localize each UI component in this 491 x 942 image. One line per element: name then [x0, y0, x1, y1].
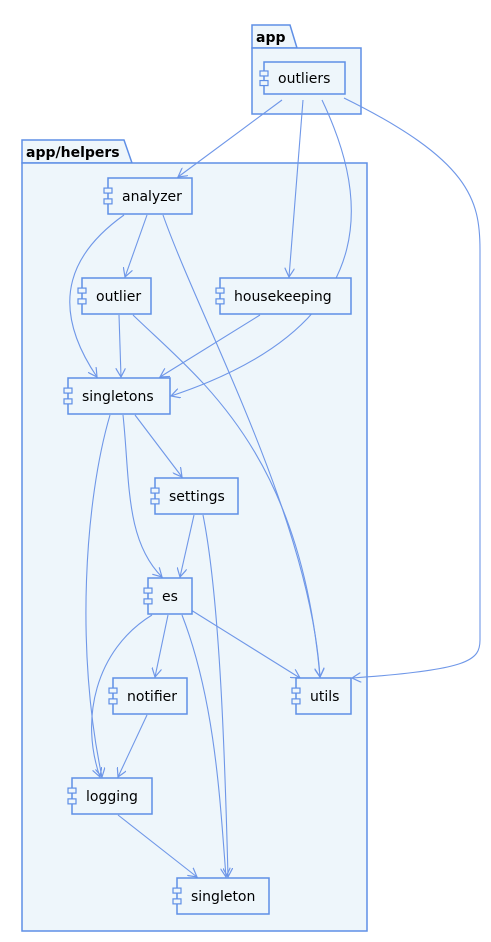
component-notifier[interactable]: notifier [108, 677, 188, 715]
components: outliers analyzer outlier housekeeping singl… [63, 61, 352, 915]
component-label: outliers [278, 71, 330, 87]
component-port-icon [150, 498, 160, 505]
component-port-icon [291, 698, 301, 705]
component-port-icon [291, 687, 301, 694]
component-box [263, 61, 346, 95]
component-singleton[interactable]: singleton [172, 877, 270, 915]
component-label: utils [310, 689, 339, 705]
edge-es-to-singleton [181, 614, 226, 877]
edge-outlier-to-utils [132, 314, 320, 677]
component-port-icon [172, 887, 182, 894]
edge-analyzer-to-singletons [69, 214, 125, 377]
edge-outliers-to-housekeeping [289, 99, 304, 277]
edge-es-to-logging [91, 614, 153, 777]
component-outliers[interactable]: outliers [259, 61, 346, 95]
component-port-icon [77, 287, 87, 294]
component-port-icon [215, 298, 225, 305]
component-port-icon [108, 698, 118, 705]
component-port-icon [172, 898, 182, 905]
component-port-icon [103, 198, 113, 205]
edge-housekeeping-to-singletons [160, 314, 261, 377]
component-box [112, 677, 188, 715]
component-singletons[interactable]: singletons [63, 377, 171, 415]
edge-es-to-utils [190, 609, 300, 678]
component-logging[interactable]: logging [67, 777, 153, 815]
component-port-icon [108, 687, 118, 694]
component-label: analyzer [122, 189, 182, 205]
edge-singletons-to-settings [134, 414, 182, 477]
edge-singletons-to-es [122, 414, 162, 577]
component-box [147, 577, 193, 615]
component-port-icon [143, 598, 153, 605]
component-port-icon [67, 787, 77, 794]
component-utils[interactable]: utils [291, 677, 352, 715]
edge-outliers-to-utils [343, 97, 481, 678]
component-analyzer[interactable]: analyzer [103, 177, 193, 215]
edge-outlier-to-singletons [119, 314, 121, 377]
component-port-icon [67, 798, 77, 805]
component-label: housekeeping [234, 289, 332, 305]
edge-logging-to-singleton [117, 814, 197, 877]
component-label: es [162, 589, 178, 605]
component-box [219, 277, 352, 315]
edge-outliers-to-singletons [171, 99, 352, 396]
component-box [154, 477, 239, 515]
component-port-icon [259, 70, 269, 77]
component-label: logging [86, 789, 138, 805]
component-port-icon [259, 79, 269, 87]
component-port-icon [77, 298, 87, 305]
component-es[interactable]: es [143, 577, 193, 615]
component-box [295, 677, 352, 715]
edge-es-to-notifier [155, 614, 169, 677]
component-label: singleton [191, 889, 255, 905]
component-label: singletons [82, 389, 154, 405]
package-app-helpers-label: app/helpers [26, 145, 120, 161]
edge-settings-to-singleton [202, 514, 228, 877]
component-port-icon [103, 187, 113, 194]
component-label: settings [169, 489, 225, 505]
edge-outliers-to-analyzer [178, 99, 283, 177]
edge-notifier-to-logging [118, 714, 148, 777]
component-port-icon [215, 287, 225, 294]
component-label: notifier [127, 689, 177, 705]
component-port-icon [143, 587, 153, 594]
component-housekeeping[interactable]: housekeeping [215, 277, 352, 315]
component-settings[interactable]: settings [150, 477, 239, 515]
component-port-icon [150, 487, 160, 494]
component-box [67, 377, 171, 415]
component-box [176, 877, 270, 915]
component-box [81, 277, 152, 315]
component-port-icon [63, 398, 73, 405]
component-outlier[interactable]: outlier [77, 277, 152, 315]
component-label: outlier [96, 289, 141, 305]
component-port-icon [63, 387, 73, 394]
edge-settings-to-es [180, 514, 195, 577]
component-box [107, 177, 193, 215]
component-box [71, 777, 153, 815]
edge-singletons-to-logging [85, 414, 111, 777]
package-app-label: app [256, 30, 286, 46]
edge-analyzer-to-outlier [125, 214, 148, 277]
dependency-edges [69, 97, 481, 877]
